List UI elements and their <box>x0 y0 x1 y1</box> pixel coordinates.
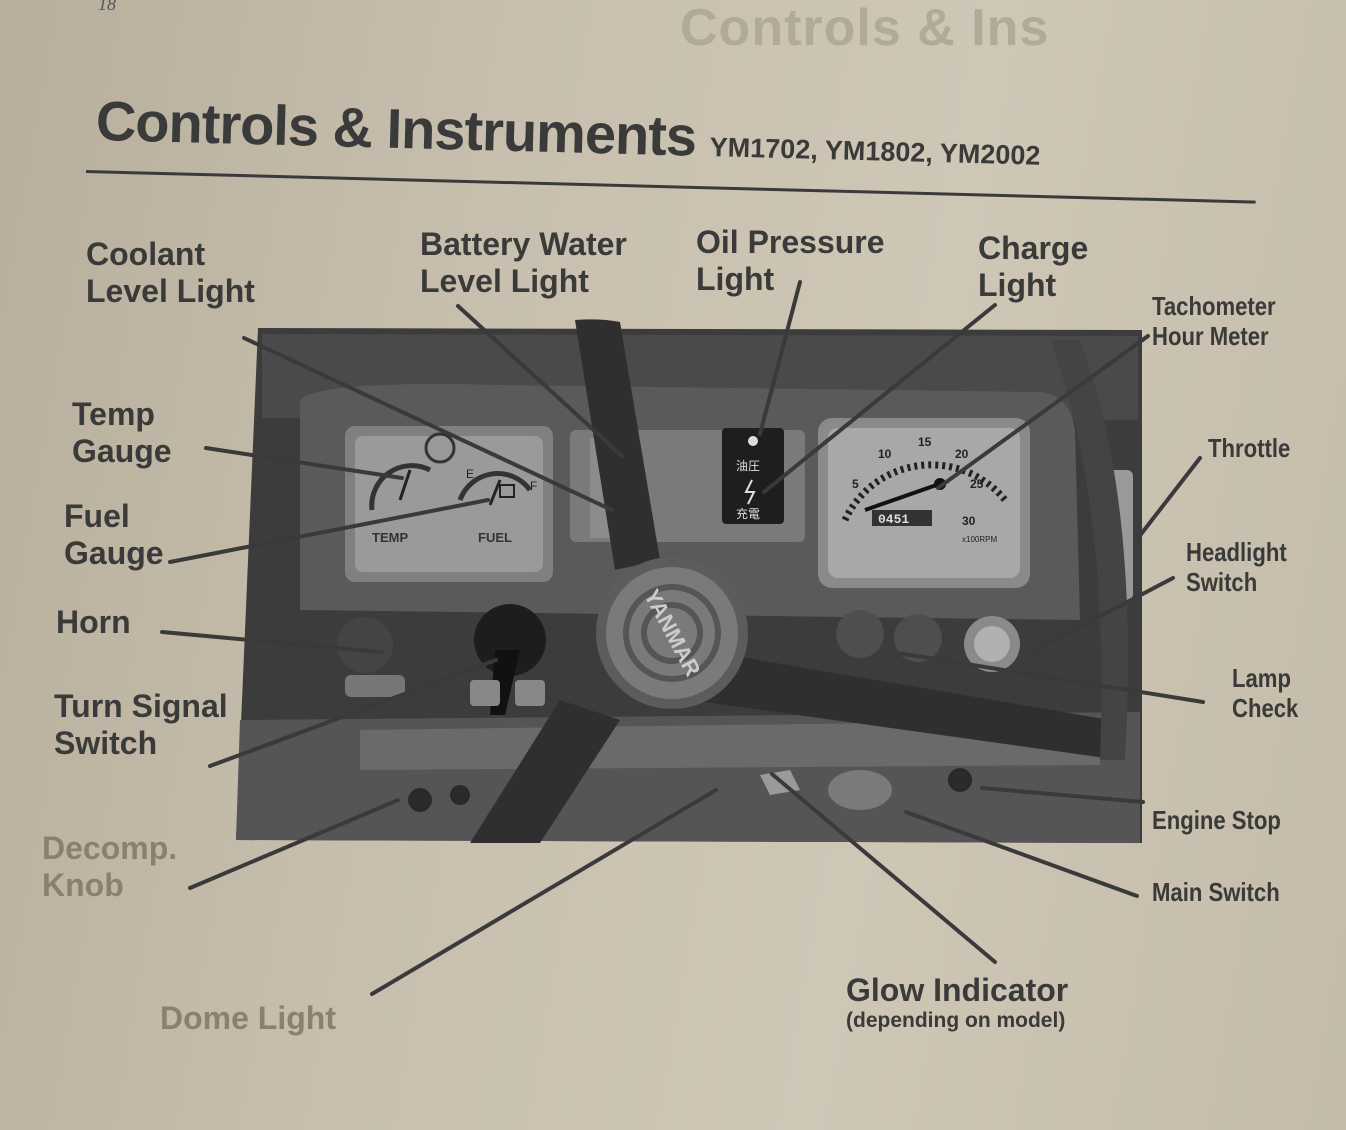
tach-tick: 15 <box>918 435 932 449</box>
label-line: Turn Signal <box>54 688 228 724</box>
label-line: Light <box>978 266 1057 303</box>
leader-throttle <box>1136 456 1202 540</box>
leader-fuel-gauge <box>168 498 490 564</box>
label-line: Level Light <box>420 262 589 299</box>
leader-charge <box>762 303 997 494</box>
label-glow-indicator: Glow Indicator (depending on model) <box>846 972 1068 1033</box>
label-line: Gauge <box>64 534 164 571</box>
turn-signal-switch-knob <box>474 604 546 676</box>
label-horn: Horn <box>56 604 131 641</box>
label-line: Coolant <box>86 236 206 272</box>
label-headlight-switch: Headlight Switch <box>1186 537 1287 598</box>
bleed-through-heading: Controls & Ins <box>680 0 1050 57</box>
leader-horn <box>160 630 384 654</box>
leader-tachometer <box>936 334 1150 490</box>
leader-glow <box>770 772 997 964</box>
dashboard-photo: TEMP FUEL E F 油圧 充電 5 10 15 20 25 <box>236 319 1142 843</box>
temp-dial-label: TEMP <box>372 530 408 545</box>
label-throttle: Throttle <box>1208 433 1291 464</box>
label-engine-stop: Engine Stop <box>1152 805 1281 836</box>
temp-fuel-gauge-cluster: TEMP FUEL E F <box>345 426 553 582</box>
horn-button <box>337 617 393 673</box>
label-temp-gauge: Temp Gauge <box>72 396 172 470</box>
leader-coolant <box>242 336 614 512</box>
label-line: Level Light <box>86 272 255 309</box>
leader-decomp <box>188 798 400 890</box>
label-line: Switch <box>1186 566 1258 597</box>
tach-tick: 30 <box>962 514 976 528</box>
label-line: Gauge <box>72 432 172 469</box>
label-line: Horn <box>56 604 131 640</box>
label-line: Main Switch <box>1152 877 1280 907</box>
label-coolant-level-light: Coolant Level Light <box>86 236 255 310</box>
leader-turn-signal <box>208 658 498 768</box>
fuel-empty-mark: E <box>466 467 474 481</box>
leader-lines <box>160 280 1205 996</box>
fuel-full-mark: F <box>530 479 537 493</box>
label-line: Charge <box>978 230 1089 266</box>
label-line: Temp <box>72 396 155 432</box>
label-tachometer-hour-meter: Tachometer Hour Meter <box>1152 291 1276 352</box>
label-line: Glow Indicator <box>846 972 1069 1008</box>
label-line: Headlight <box>1186 537 1287 567</box>
label-line: Light <box>696 260 775 297</box>
leader-oil-pressure <box>758 280 802 436</box>
label-line: Decomp. <box>42 830 178 866</box>
label-line: Dome Light <box>160 1000 336 1036</box>
leader-temp-gauge <box>204 446 404 480</box>
charge-symbol: 充電 <box>736 506 760 521</box>
label-line: Hour Meter <box>1152 320 1269 351</box>
label-line: Oil Pressure <box>696 224 885 260</box>
steering-wheel: YANMAR <box>470 319 1128 843</box>
label-oil-pressure-light: Oil Pressure Light <box>696 224 885 298</box>
leader-main-switch <box>904 810 1139 898</box>
label-note: (depending on model) <box>846 1008 1066 1032</box>
leader-lamp-check <box>890 650 1205 704</box>
fuel-dial-label: FUEL <box>478 530 512 545</box>
label-line: Fuel <box>64 498 130 534</box>
label-line: Throttle <box>1208 433 1291 463</box>
label-turn-signal-switch: Turn Signal Switch <box>54 688 228 762</box>
tach-tick: 25 <box>970 477 984 491</box>
leader-dome-light <box>370 788 718 996</box>
label-fuel-gauge: Fuel Gauge <box>64 498 164 572</box>
tach-unit: x100RPM <box>962 535 997 544</box>
tach-tick: 20 <box>955 447 969 461</box>
label-line: Knob <box>42 866 124 903</box>
label-main-switch: Main Switch <box>1152 877 1280 908</box>
label-decomp-knob: Decomp. Knob <box>42 830 177 904</box>
page-number: 18 <box>98 0 116 14</box>
label-line: Tachometer <box>1152 291 1276 321</box>
label-line: Lamp <box>1232 663 1291 693</box>
label-line: Battery Water <box>420 226 627 262</box>
leader-headlight <box>1026 576 1175 656</box>
hour-meter-readout: 0451 <box>878 512 909 527</box>
label-battery-water-level-light: Battery Water Level Light <box>420 226 627 300</box>
label-dome-light: Dome Light <box>160 1000 336 1037</box>
leader-engine-stop <box>980 786 1145 804</box>
label-lamp-check: Lamp Check <box>1232 663 1299 724</box>
label-line: Switch <box>54 724 158 761</box>
label-line: Engine Stop <box>1152 805 1281 835</box>
leader-battery-water <box>456 304 624 458</box>
label-charge-light: Charge Light <box>978 230 1088 304</box>
oil-pressure-symbol: 油圧 <box>736 459 760 473</box>
warning-lights-panel: 油圧 充電 <box>722 428 784 524</box>
tach-tick: 5 <box>852 477 859 491</box>
tach-tick: 10 <box>878 447 892 461</box>
label-line: Check <box>1232 692 1299 723</box>
